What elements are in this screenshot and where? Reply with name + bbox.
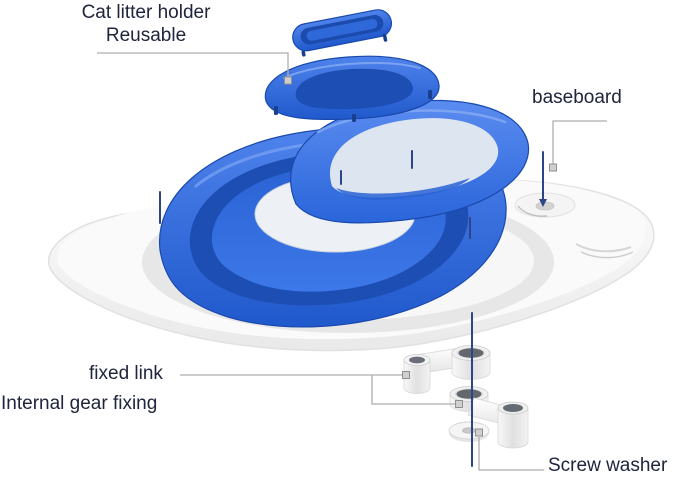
tray-foot-left	[301, 50, 306, 57]
frame-ring-foot-1	[274, 106, 278, 115]
baseboard-handle-notch	[575, 243, 632, 253]
tray-foot-right	[382, 33, 388, 42]
seat-top-frame-hole	[330, 118, 499, 198]
label-internal-gear-fixing: Internal gear fixing	[1, 393, 158, 414]
litter-frame-ring-part	[264, 55, 440, 122]
leader-cat-litter-holder	[97, 52, 289, 77]
label-cat-litter-holder: Cat litter holder Reusable	[57, 1, 235, 47]
seat-top-frame-hole-shade	[336, 178, 470, 200]
label-screw-washer: Screw washer	[548, 455, 668, 476]
marker-internal-gear-fixing	[455, 400, 463, 408]
frame-ring-foot-3	[428, 90, 432, 99]
fixed-link-upper-part	[403, 345, 491, 394]
marker-screw-washer	[475, 428, 483, 437]
label-cat-litter-holder-line2: Reusable	[105, 25, 187, 46]
frame-ring-foot-2	[352, 114, 356, 122]
marker-cat-litter-holder	[284, 76, 292, 85]
baseboard-screw-hole	[535, 201, 555, 211]
baseboard-screw-mound-shadow	[517, 205, 548, 217]
baseboard-handle-notch-shadow	[580, 251, 634, 259]
leader-baseboard	[552, 120, 607, 164]
upper-link-left-cylinder	[403, 359, 431, 394]
frame-ring-highlight	[283, 62, 421, 79]
align-arrow-right	[539, 199, 547, 207]
washer-hole	[462, 427, 476, 434]
lower-link-right-gear-disc	[503, 404, 523, 412]
leader-internal-gear-fixing	[371, 375, 455, 405]
tray-floor	[306, 18, 378, 41]
fixed-link-lower-part	[449, 386, 529, 449]
marker-fixed-link	[402, 371, 410, 379]
marker-baseboard	[549, 163, 557, 172]
lower-link-left-gear-disc	[456, 389, 482, 399]
litter-tray-lid-part	[292, 9, 393, 57]
lower-link-right-cylinder	[497, 407, 529, 449]
seat-ring-part	[158, 99, 530, 328]
label-cat-litter-holder-line1: Cat litter holder	[81, 2, 211, 23]
frame-ring-hole	[295, 68, 414, 110]
upper-link-left-gear-disc	[409, 356, 425, 364]
label-baseboard: baseboard	[532, 87, 622, 108]
leader-screw-washer	[478, 437, 544, 471]
label-fixed-link: fixed link	[89, 363, 163, 384]
